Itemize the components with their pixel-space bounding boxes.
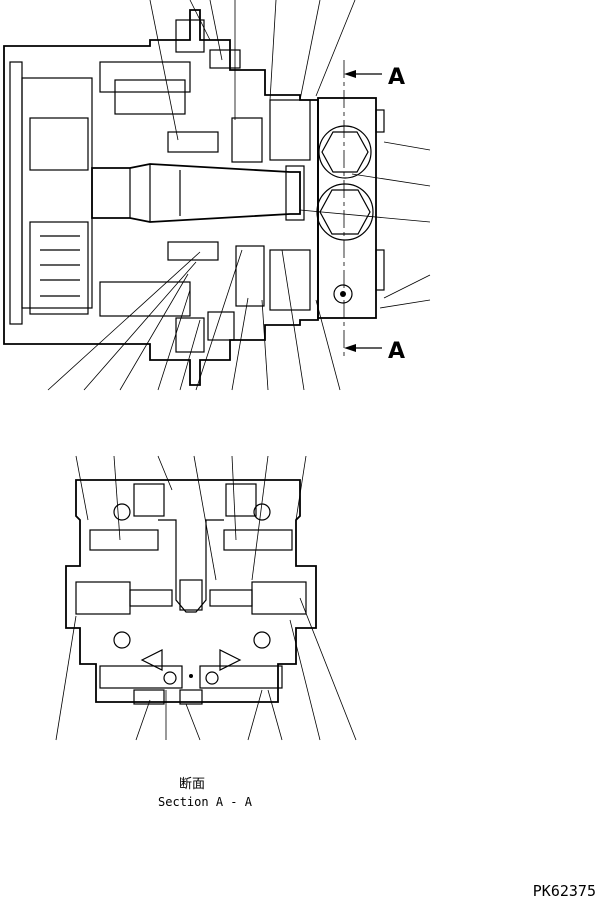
bottom-left-plug [99, 665, 183, 689]
upper-hex-outline [321, 131, 369, 173]
section-caption-english: Section A - A [158, 795, 253, 809]
bottom-center-dot [189, 674, 193, 678]
section-view [55, 455, 357, 741]
middle-left-rod [129, 589, 173, 607]
lower-seat [167, 241, 219, 261]
bottom-fitting [207, 311, 235, 341]
upper-right-spool [223, 529, 293, 551]
section-marker-top: A [388, 65, 405, 90]
upper-flange [99, 61, 191, 93]
right-tab-upper [375, 109, 385, 133]
lower-piston [29, 221, 89, 315]
spool-lands [129, 164, 181, 222]
upper-side-view: A A [3, 0, 431, 391]
lower-hex-plug [316, 183, 374, 241]
right-valve-block [317, 97, 377, 319]
lower-hex-outline [319, 189, 371, 235]
small-port-center [340, 291, 346, 297]
right-tab-lower [375, 249, 385, 291]
central-check [179, 579, 203, 611]
section-top-port-right [225, 483, 257, 517]
section-bolt-hole-bl [113, 631, 131, 649]
section-bolt-hole-tl [113, 503, 131, 521]
piston-hatching [40, 235, 80, 297]
upper-piston [29, 117, 89, 171]
top-plug [175, 19, 205, 53]
middle-right-rod [209, 589, 253, 607]
lower-leader-lines [47, 249, 341, 391]
upper-left-spool [89, 529, 159, 551]
section-top-port-left [133, 483, 165, 517]
section-arrowhead-bottom [344, 344, 356, 352]
check-valve-upper [269, 99, 311, 161]
upper-port-block [114, 79, 186, 115]
upper-leader-lines [149, 0, 431, 309]
section-marker-bottom: A [388, 339, 405, 364]
drawing-number: PK62375 [533, 882, 596, 900]
lower-flange [99, 281, 191, 317]
lower-port-right [219, 649, 242, 671]
central-passage [158, 519, 224, 613]
bottom-plug [175, 317, 205, 353]
section-caption-japanese: 断面 [179, 777, 205, 792]
middle-left-spool [75, 581, 131, 615]
central-spool [91, 163, 301, 223]
bottom-right-plug [199, 665, 283, 689]
spool-end [285, 165, 305, 221]
middle-right-spool [251, 581, 307, 615]
check-valve-lower [269, 249, 311, 311]
bottom-port-center [179, 689, 203, 705]
upper-hex-plug [318, 125, 372, 179]
section-bolt-hole-br [253, 631, 271, 649]
section-body-outline [65, 479, 317, 703]
lower-port-left [140, 649, 163, 671]
bottom-ball-left [163, 671, 177, 685]
left-end-cap [9, 61, 23, 325]
lower-valve-body [235, 245, 265, 307]
upper-valve-body [231, 117, 263, 163]
bottom-ball-right [205, 671, 219, 685]
small-port-plug [333, 284, 353, 304]
motor-cavity [21, 77, 93, 309]
housing-outline [3, 9, 319, 386]
top-fitting [209, 49, 241, 69]
upper-seat [167, 131, 219, 153]
section-leader-lines [55, 455, 357, 741]
section-arrowhead-top [344, 70, 356, 78]
